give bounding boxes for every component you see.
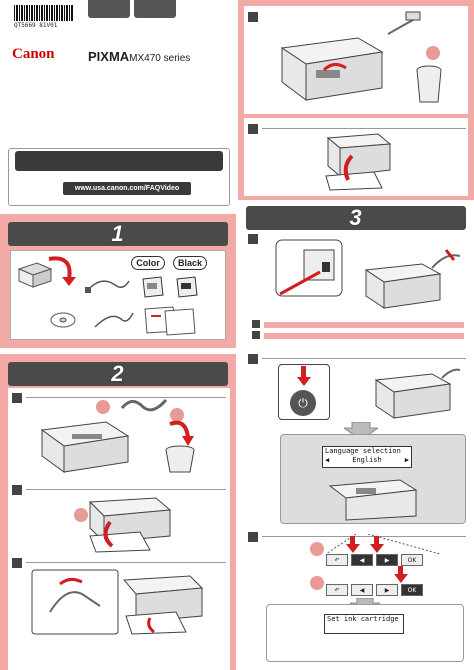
video-box: www.usa.canon.com/FAQVideo	[8, 148, 230, 206]
video-url[interactable]: www.usa.canon.com/FAQVideo	[63, 182, 191, 195]
lcd-left-arrow-icon: ◀	[325, 456, 330, 464]
power-cord-illustration	[85, 280, 130, 293]
dotted-callout-lines	[325, 534, 441, 555]
right-marker-a	[248, 12, 258, 22]
step2-rule-c	[26, 562, 226, 563]
ink-cartridge-black-icon	[176, 276, 198, 298]
step2-marker-a	[12, 393, 22, 403]
step3-number: 3	[349, 205, 363, 230]
back-button[interactable]: ↶	[326, 554, 348, 566]
step2-rule-a	[26, 397, 226, 398]
product-bold: PIXMA	[88, 49, 130, 64]
step2-marker-b	[12, 485, 22, 495]
step1-banner: 1	[8, 221, 228, 246]
product-title: PIXMAMX470 series	[88, 49, 190, 64]
step2-marker-c	[12, 558, 22, 568]
ink-cartridge-color-icon	[142, 276, 164, 298]
power-button[interactable]: ⏻	[290, 390, 316, 416]
printer-with-cord-illustration	[364, 249, 461, 309]
step2-circle-3	[74, 508, 88, 522]
step3-warning-marker-2	[252, 331, 260, 339]
power-arrow-head	[297, 377, 311, 386]
step3-warning-bar-1	[264, 322, 464, 328]
tape-strip-illustration	[120, 398, 168, 412]
panel-buttons-row-1: ↶ ◀ ▶ OK	[326, 554, 423, 566]
box-illustration	[17, 262, 53, 288]
header-tab-2	[134, 0, 176, 18]
step3-panel-b: ⏻ Language selection ◀ English ▶	[244, 352, 468, 528]
ok-arrow-head	[394, 574, 408, 583]
step3-panel-a	[244, 232, 468, 350]
step3-rule-b	[262, 358, 466, 359]
ink-label-black: Black	[173, 256, 207, 270]
step3-marker-c	[248, 532, 258, 542]
right-button[interactable]: ▶	[376, 554, 398, 566]
step3-banner: 3	[246, 205, 466, 230]
printer-remove-packing-illustration	[280, 37, 384, 101]
step3-warning-marker-1	[252, 320, 260, 328]
ok-arrow-stem	[398, 566, 403, 576]
right-marker-b	[248, 124, 258, 134]
ink-label-color: Color	[131, 256, 165, 270]
step3-circle-2	[310, 576, 324, 590]
step1-number: 1	[111, 221, 125, 246]
right-rule-b	[262, 128, 466, 129]
language-lcd: Language selection ◀ English ▶	[322, 446, 412, 468]
barcode-text: QT5669 81V01	[14, 22, 58, 29]
right-arrow-head	[370, 544, 384, 553]
left-arrow-head	[346, 544, 360, 553]
ink-lcd: Set ink cartridge	[324, 614, 404, 634]
step2-panel	[8, 388, 230, 670]
barcode	[14, 5, 74, 21]
step2-number: 2	[111, 361, 125, 386]
right-top-panel-b	[244, 118, 468, 196]
ok-button[interactable]: OK	[401, 554, 423, 566]
power-connector-detail-illustration	[275, 239, 343, 297]
lcd-ink-line1: Set ink cartridge	[327, 615, 399, 623]
step3-rule-c	[262, 536, 466, 537]
step3-panel-c: ↶ ◀ ▶ OK ↶ ◀ ▶ OK Set ink cartridge	[244, 530, 468, 670]
step2-circle-2	[170, 408, 184, 422]
packing-tape-illustration	[387, 11, 421, 35]
header-tab-1	[88, 0, 130, 18]
left-button[interactable]: ◀	[351, 554, 373, 566]
left-button-2[interactable]: ◀	[351, 584, 373, 596]
lcd-language-value: English	[352, 456, 382, 464]
panel-buttons-row-2: ↶ ◀ ▶ OK	[326, 584, 423, 596]
right-top-panel-a	[244, 6, 468, 114]
trash-bin-icon	[165, 420, 195, 473]
ok-button-2[interactable]: OK	[401, 584, 423, 596]
cd-rom-icon	[50, 312, 76, 328]
lcd-language-line2: ◀ English ▶	[323, 456, 411, 465]
printer-with-tape-illustration	[40, 421, 130, 473]
step2-circle-1	[96, 400, 110, 414]
step3-warning-bar-2	[264, 333, 464, 339]
right-circle-1	[426, 46, 440, 60]
canon-logo: Canon	[12, 46, 55, 62]
lcd-right-arrow-icon: ▶	[404, 456, 409, 464]
printer-power-on-illustration	[374, 368, 461, 419]
step3-marker-b	[248, 354, 258, 364]
red-curved-arrow-icon	[48, 256, 76, 286]
trash-bin-icon-2	[416, 65, 442, 103]
step1-panel: Color Black	[10, 250, 226, 340]
printer-open-tray-illustration	[88, 497, 172, 553]
step2-banner: 2	[8, 361, 228, 386]
right-button-2[interactable]: ▶	[376, 584, 398, 596]
back-button-2[interactable]: ↶	[326, 584, 348, 596]
step3-circle-1	[310, 542, 324, 556]
product-rest: MX470 series	[129, 53, 191, 64]
lcd-language-line1: Language selection	[325, 447, 401, 455]
step2-rule-b	[26, 489, 226, 490]
printer-close-cover-illustration	[325, 133, 392, 191]
left-arrow-stem	[350, 536, 355, 546]
printer-panel-small-illustration	[328, 479, 418, 521]
right-arrow-stem	[374, 536, 379, 546]
printer-pull-tape-illustration	[31, 569, 204, 635]
video-box-header	[15, 151, 223, 171]
power-arrow-stem	[301, 366, 306, 378]
usb-cable-illustration	[94, 312, 134, 328]
step3-marker-a	[248, 234, 258, 244]
manuals-illustration	[144, 306, 196, 336]
